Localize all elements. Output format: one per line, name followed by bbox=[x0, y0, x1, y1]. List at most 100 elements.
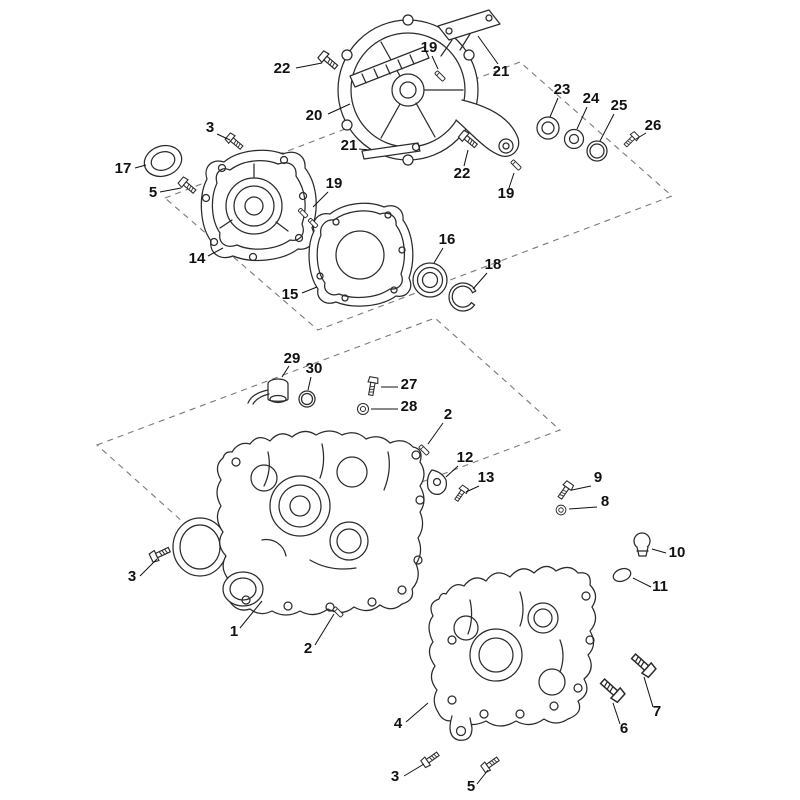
part-number-label: 9 bbox=[594, 469, 602, 486]
leader-line bbox=[599, 113, 615, 142]
leader-line bbox=[651, 548, 667, 554]
leader-line bbox=[612, 702, 621, 725]
leader-line bbox=[134, 164, 147, 169]
leader-line bbox=[476, 769, 489, 785]
leader-line bbox=[632, 577, 652, 588]
bolt-9 bbox=[555, 479, 575, 502]
part-number-label: 15 bbox=[282, 286, 299, 303]
part-17-oil-seal bbox=[143, 144, 183, 178]
leader-line bbox=[327, 103, 351, 115]
bolt-6 bbox=[597, 675, 627, 704]
part-number-label: 7 bbox=[653, 703, 661, 720]
part-number-label: 25 bbox=[611, 97, 628, 114]
leader-line bbox=[314, 613, 335, 646]
bolt-13 bbox=[452, 484, 470, 504]
bolt-27 bbox=[365, 375, 380, 397]
part-30-o-ring bbox=[298, 390, 316, 408]
leader-line bbox=[358, 148, 371, 151]
leader-line bbox=[239, 600, 263, 629]
part-1-crankcase-left bbox=[172, 430, 425, 616]
part-number-label: 18 bbox=[485, 256, 502, 273]
part-23-bearing bbox=[536, 116, 560, 140]
bolt-26 bbox=[621, 130, 641, 150]
part-number-label: 27 bbox=[401, 376, 418, 393]
washer-28 bbox=[356, 402, 370, 416]
part-11-o-ring bbox=[612, 567, 632, 583]
leader-line bbox=[207, 247, 224, 257]
part-15-gasket bbox=[308, 202, 414, 307]
part-number-label: 16 bbox=[439, 231, 456, 248]
part-number-label: 22 bbox=[454, 165, 471, 182]
part-20-clutch-housing bbox=[337, 9, 520, 166]
part-number-label: 13 bbox=[478, 469, 495, 486]
part-number-label: 3 bbox=[128, 568, 136, 585]
leader-line bbox=[465, 485, 480, 493]
bolt-7 bbox=[628, 650, 658, 679]
bolt-3-cover bbox=[224, 131, 246, 152]
leader-line bbox=[159, 187, 182, 193]
part-number-label: 29 bbox=[284, 350, 301, 367]
leader-line bbox=[635, 132, 647, 140]
part-number-label: 21 bbox=[341, 137, 358, 154]
part-24-washer bbox=[563, 128, 585, 150]
part-25-ring bbox=[586, 140, 608, 162]
part-number-label: 10 bbox=[669, 544, 686, 561]
part-number-label: 3 bbox=[206, 119, 214, 136]
part-14-end-cover bbox=[200, 149, 317, 262]
leader-line bbox=[445, 465, 459, 478]
part-number-label: 2 bbox=[304, 640, 312, 657]
part-number-label: 3 bbox=[391, 768, 399, 785]
leader-line bbox=[472, 272, 488, 290]
part-number-label: 19 bbox=[326, 175, 343, 192]
leader-line bbox=[549, 97, 559, 118]
part-number-label: 17 bbox=[115, 160, 132, 177]
leader-line bbox=[576, 106, 588, 130]
part-number-label: 1 bbox=[230, 623, 238, 640]
bolt-5-bottom bbox=[479, 754, 502, 774]
leader-line bbox=[281, 365, 290, 378]
part-number-label: 19 bbox=[421, 39, 438, 56]
leader-line bbox=[643, 676, 654, 708]
part-number-label: 26 bbox=[645, 117, 662, 134]
part-18-snap-ring bbox=[448, 282, 477, 312]
leader-line bbox=[427, 422, 444, 445]
parts-artwork bbox=[143, 9, 658, 774]
part-number-label: 21 bbox=[493, 63, 510, 80]
part-number-label: 8 bbox=[601, 493, 609, 510]
leader-line bbox=[403, 763, 425, 777]
leader-line bbox=[312, 191, 329, 208]
part-number-label: 20 bbox=[306, 107, 323, 124]
part-number-label: 4 bbox=[394, 715, 403, 732]
leader-line bbox=[463, 149, 469, 167]
leader-line bbox=[568, 506, 598, 510]
part-16-bearing bbox=[412, 262, 448, 298]
washer-8 bbox=[555, 504, 567, 516]
part-number-label: 14 bbox=[189, 250, 206, 267]
part-4-crankcase-right bbox=[428, 565, 597, 741]
part-number-label: 6 bbox=[620, 720, 628, 737]
part-number-label: 12 bbox=[457, 449, 474, 466]
leader-line bbox=[433, 247, 444, 264]
leader-line bbox=[216, 133, 231, 141]
part-number-label: 30 bbox=[306, 360, 323, 377]
leader-line bbox=[301, 286, 318, 294]
leader-line bbox=[571, 485, 592, 491]
leader-line bbox=[477, 35, 499, 65]
part-number-label: 2 bbox=[444, 406, 452, 423]
leader-line bbox=[405, 702, 429, 723]
part-number-label: 23 bbox=[554, 81, 571, 98]
part-12-bracket bbox=[426, 469, 447, 495]
leader-line bbox=[508, 172, 515, 189]
part-number-label: 11 bbox=[652, 578, 668, 595]
leader-line bbox=[295, 62, 323, 69]
part-number-label: 24 bbox=[583, 90, 600, 107]
bolt-22-upper bbox=[316, 49, 341, 72]
pin-19-right bbox=[510, 159, 522, 171]
part-29-breather-cap bbox=[247, 378, 289, 405]
assembly-plane-2 bbox=[95, 317, 562, 558]
leader-line bbox=[431, 55, 439, 70]
part-number-label: 28 bbox=[401, 398, 418, 415]
